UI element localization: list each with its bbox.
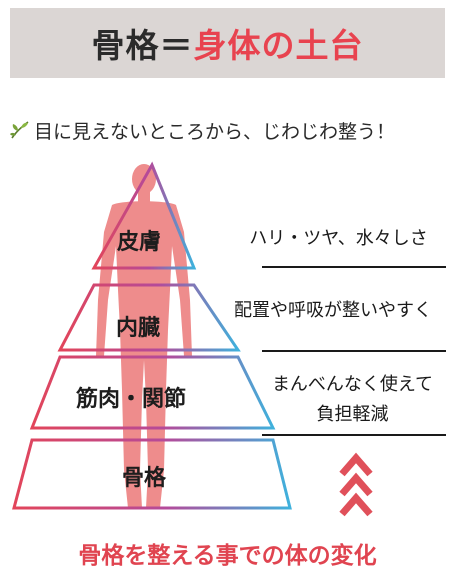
subtitle-text: 目に見えないところから、じわじわ整う！ — [34, 120, 396, 143]
layer-label-organs: 内臓 — [116, 316, 161, 341]
layer-label-skeleton: 骨格 — [122, 466, 167, 491]
description-line: ハリ・ツヤ、水々しさ — [249, 228, 428, 249]
upward-chevrons-icon — [339, 452, 373, 517]
layer-label-skin: 皮膚 — [117, 230, 162, 255]
layer-description-organs: 配置や呼吸が整いやすく — [214, 296, 452, 322]
divider — [262, 434, 446, 436]
pyramid-layer-muscles-joints — [29, 355, 276, 430]
title-part-1: 骨格＝ — [91, 26, 194, 65]
page-title: 骨格＝身体の土台 — [92, 19, 364, 67]
description-line: 負担軽減 — [316, 404, 389, 425]
layer-label-muscles-joints: 筋肉・関節 — [76, 387, 187, 412]
pyramid-layer-organs — [57, 283, 241, 352]
layer-description-skin: ハリ・ツヤ、水々しさ — [226, 224, 451, 250]
description-line: 配置や呼吸が整いやすく — [234, 300, 432, 321]
layer-description-muscles-joints: まんべんなく使えて 負担軽減 — [250, 370, 455, 430]
pyramid-layer-skeleton — [12, 438, 292, 510]
description-line: まんべんなく使えて — [271, 374, 434, 395]
bottom-caption: 骨格を整える事での体の変化 — [78, 543, 377, 569]
body-pyramid-diagram — [12, 161, 373, 517]
subtitle: 目に見えないところから、じわじわ整う！ — [8, 117, 448, 143]
pyramid-layer-skin — [91, 161, 197, 270]
divider — [262, 266, 446, 268]
title-banner: 骨格＝身体の土台 — [10, 8, 445, 78]
title-part-2: 身体の土台 — [193, 26, 364, 65]
divider — [262, 350, 446, 352]
leaf-icon — [10, 121, 29, 139]
